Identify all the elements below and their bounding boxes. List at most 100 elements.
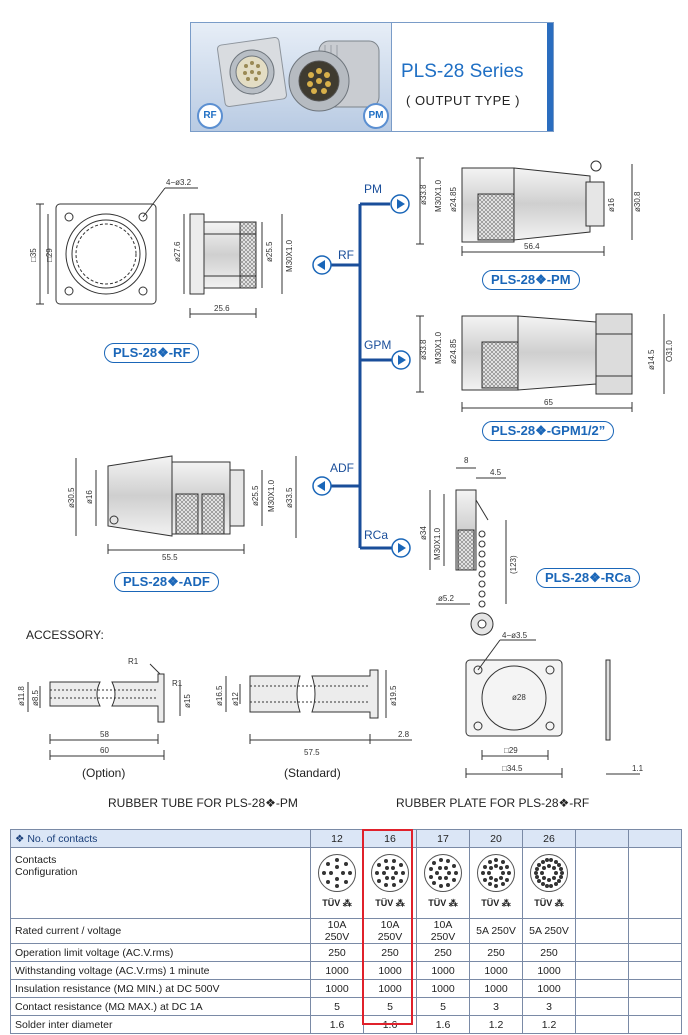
highlight-16-contacts xyxy=(362,829,413,1025)
pin-dot xyxy=(549,858,554,863)
dim-adf-d335: ø33.5 xyxy=(285,487,294,508)
config-cell-17: TÜV ⁂ xyxy=(416,847,470,919)
dim-adf-d16: ø16 xyxy=(85,490,94,504)
row-label: Operation limit voltage (AC.V.rms) xyxy=(10,943,311,962)
contacts-20: 20 xyxy=(469,829,523,848)
branch-rca: RCa xyxy=(364,528,389,542)
model-label-pm: PLS-28❖-PM xyxy=(482,270,580,290)
pin-dot xyxy=(494,878,498,882)
pin-dot xyxy=(549,883,554,888)
table-empty-cell xyxy=(575,979,629,998)
pin-dot xyxy=(553,859,558,864)
row-label: Insulation resistance (MΩ MIN.) at DC 50… xyxy=(10,979,311,998)
rf-badge: RF xyxy=(197,103,223,129)
dim-plate-11: 1.1 xyxy=(632,764,644,773)
dim-rf-sq29: □29 xyxy=(45,248,54,262)
pin-dot xyxy=(544,883,549,888)
spec-table: ❖ No. of contacts 12 16 17 20 26 Contact… xyxy=(10,829,682,1034)
pin-dot xyxy=(382,871,386,875)
pin-dot xyxy=(534,871,538,875)
row-value: 250 xyxy=(469,943,523,962)
row-value: 1000 xyxy=(469,961,523,980)
pin-dot xyxy=(537,879,542,884)
row-value: 1000 xyxy=(416,961,470,980)
row-value: 10A 250V xyxy=(310,918,364,944)
dim-rf-d255: ø25.5 xyxy=(265,241,274,262)
pin-dot xyxy=(537,862,542,867)
dim-plate-d28: ø28 xyxy=(512,693,526,702)
config-cell-12: TÜV ⁂ xyxy=(310,847,364,919)
technical-drawings: 4−ø3.2 □35 □29 ø27.6 ø25.5 M30X1.0 25.6 … xyxy=(17,157,674,778)
contacts-17: 17 xyxy=(416,829,470,848)
pin-dot xyxy=(500,882,505,887)
pin-dot xyxy=(391,876,395,881)
pin-dot xyxy=(398,863,403,868)
row-value: 250 xyxy=(416,943,470,962)
row-value: 1000 xyxy=(469,979,523,998)
pin-dot xyxy=(344,861,349,866)
config-cell-26: TÜV ⁂ xyxy=(522,847,576,919)
table-empty-cell xyxy=(575,847,629,919)
pin-dot xyxy=(335,877,339,881)
pin-dot xyxy=(344,880,349,885)
rubber-tube-caption: RUBBER TUBE FOR PLS-28❖-PM xyxy=(108,796,298,810)
pin-layout-20 xyxy=(477,854,515,892)
dim-rf-len: 25.6 xyxy=(214,304,230,313)
dim-pm-d2485: ø24.85 xyxy=(449,187,458,212)
row-value: 5A 250V xyxy=(522,918,576,944)
pin-dot xyxy=(556,862,561,867)
pin-dot xyxy=(432,861,437,866)
table-empty-cell xyxy=(628,979,682,998)
series-header: RF PM PLS-28 Series ( OUTPUT TYPE ) xyxy=(190,22,554,132)
table-empty-cell xyxy=(628,847,682,919)
pin-dot xyxy=(540,882,545,887)
pin-dot xyxy=(494,884,498,888)
dim-adf-thread: M30X1.0 xyxy=(267,479,276,512)
pin-dot xyxy=(553,882,558,887)
table-empty-cell xyxy=(575,829,629,848)
pin-dot xyxy=(438,865,442,870)
config-row: Contacts Configuration TÜV ⁂ TÜV ⁂ TÜV ⁂… xyxy=(10,847,682,919)
row-label: Contact resistance (MΩ MAX.) at DC 1A xyxy=(10,997,311,1016)
dim-plate-sq345: □34.5 xyxy=(502,764,523,773)
dim-std-d195: ø19.5 xyxy=(389,685,398,706)
dim-gpm-len: 65 xyxy=(544,398,553,407)
product-photo: RF PM xyxy=(191,23,392,131)
config-cell-20: TÜV ⁂ xyxy=(469,847,523,919)
pin-dot xyxy=(401,871,405,875)
pin-dot xyxy=(540,859,545,864)
dim-adf-len: 55.5 xyxy=(162,553,178,562)
cert-mark: TÜV ⁂ xyxy=(375,898,405,908)
model-label-adf: PLS-28❖-ADF xyxy=(114,572,219,592)
dim-pm-d338: ø33.8 xyxy=(419,184,428,205)
pin-dot xyxy=(505,864,510,869)
table-header-row: ❖ No. of contacts 12 16 17 20 26 xyxy=(10,829,682,848)
dim-rca-123: (123) xyxy=(509,555,518,574)
pin-dot xyxy=(560,871,564,875)
dim-tube-d118: ø11.8 xyxy=(17,686,26,706)
row-label: Solder inter diameter xyxy=(10,1015,311,1034)
pin-dot xyxy=(394,871,398,875)
row-value: 5 xyxy=(310,997,364,1016)
dim-tube-d15: ø15 xyxy=(183,694,192,708)
gpm-drawing xyxy=(416,313,665,412)
cert-mark: TÜV ⁂ xyxy=(481,898,511,908)
pin-dot xyxy=(335,865,339,869)
row-value: 1.2 xyxy=(469,1015,523,1034)
pin-dot xyxy=(341,871,345,875)
pin-dot xyxy=(335,858,339,862)
accessory-title: ACCESSORY: xyxy=(26,628,104,642)
pin-dot xyxy=(487,882,492,887)
dim-pm-thread: M30X1.0 xyxy=(434,179,443,212)
pin-dot xyxy=(375,871,379,875)
dim-std-575: 57.5 xyxy=(304,748,320,757)
tree-arrows xyxy=(312,194,411,558)
pin-layout-16 xyxy=(371,854,409,892)
table-row: Withstanding voltage (AC.V.rms) 1 minute… xyxy=(10,961,682,980)
rubber-tube-standard xyxy=(225,669,412,744)
cert-mark: TÜV ⁂ xyxy=(428,898,458,908)
pin-dot xyxy=(428,867,433,872)
pin-dot xyxy=(559,875,564,880)
